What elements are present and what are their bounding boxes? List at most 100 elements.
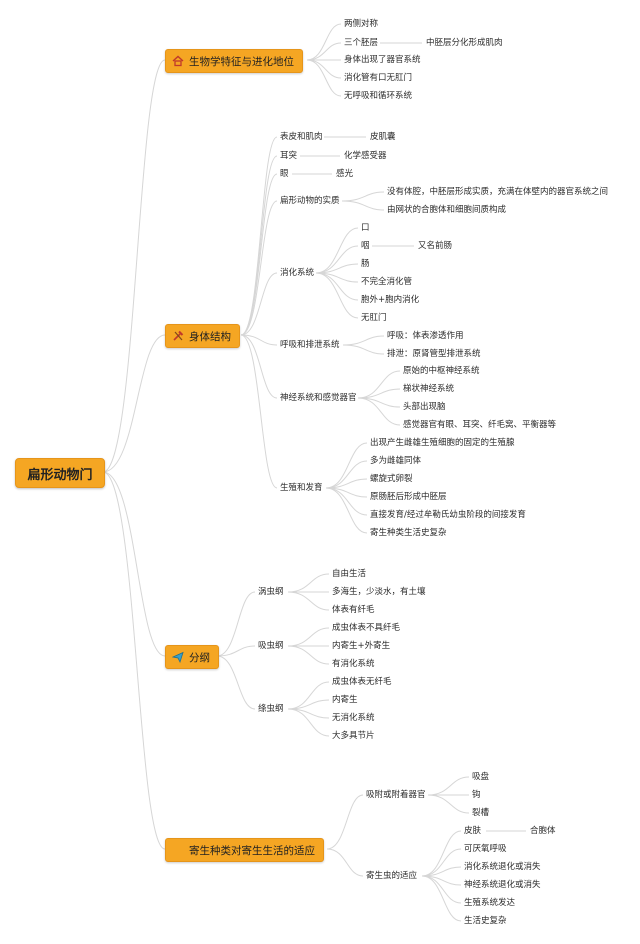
leaf-node[interactable]: 合胞体 bbox=[530, 826, 556, 836]
leaf-node[interactable]: 直接发育/经过牟勒氏幼虫阶段的间接发育 bbox=[370, 510, 526, 520]
connector-line bbox=[216, 591, 256, 657]
tools-icon bbox=[172, 330, 184, 342]
leaf-node[interactable]: 大多具节片 bbox=[332, 731, 375, 741]
leaf-node[interactable]: 梯状神经系统 bbox=[403, 384, 455, 394]
leaf-node[interactable]: 裂槽 bbox=[472, 808, 490, 818]
connector-line bbox=[287, 645, 330, 665]
leaf-node[interactable]: 神经系统退化或消失 bbox=[464, 880, 541, 890]
leaf-node[interactable]: 原肠胚后形成中胚层 bbox=[370, 492, 447, 502]
leaf-node[interactable]: 皮肌囊 bbox=[370, 132, 396, 142]
connector-line bbox=[421, 875, 462, 922]
leaf-node[interactable]: 胞外+胞内消化 bbox=[361, 295, 420, 305]
subtopic-node[interactable]: 表皮和肌肉 bbox=[280, 132, 323, 142]
blank-icon bbox=[172, 844, 184, 856]
connector-line bbox=[421, 830, 462, 877]
leaf-node[interactable]: 三个胚层 bbox=[344, 38, 379, 48]
subtopic-node[interactable]: 消化系统 bbox=[280, 268, 315, 278]
subtopic-node[interactable]: 吸虫纲 bbox=[258, 641, 284, 651]
leaf-node[interactable]: 原始的中枢神经系统 bbox=[403, 366, 480, 376]
leaf-node[interactable]: 肠 bbox=[361, 259, 370, 269]
leaf-node[interactable]: 化学感受器 bbox=[344, 151, 387, 161]
connector-line bbox=[357, 397, 401, 426]
leaf-node[interactable]: 内寄生 bbox=[332, 695, 358, 705]
leaf-node[interactable]: 中胚层分化形成肌肉 bbox=[426, 38, 503, 48]
leaf-node[interactable]: 头部出现脑 bbox=[403, 402, 446, 412]
leaf-node[interactable]: 成虫体表无纤毛 bbox=[332, 677, 392, 687]
subtopic-node[interactable]: 生殖和发育 bbox=[280, 483, 323, 493]
leaf-node[interactable]: 身体出现了器官系统 bbox=[344, 55, 421, 65]
connector-line bbox=[315, 272, 359, 319]
connector-line bbox=[240, 200, 278, 336]
leaf-node[interactable]: 内寄生+外寄生 bbox=[332, 641, 391, 651]
connector-line bbox=[216, 645, 256, 657]
leaf-node[interactable]: 感光 bbox=[336, 169, 354, 179]
leaf-node[interactable]: 钩 bbox=[472, 790, 481, 800]
category-biological-features[interactable]: 生物学特征与进化地位 bbox=[165, 49, 303, 73]
leaf-node[interactable]: 无消化系统 bbox=[332, 713, 375, 723]
leaf-node[interactable]: 口 bbox=[361, 223, 370, 233]
leaf-node[interactable]: 体表有纤毛 bbox=[332, 605, 375, 615]
leaf-node[interactable]: 不完全消化管 bbox=[361, 277, 413, 287]
leaf-node[interactable]: 由网状的合胞体和细胞间质构成 bbox=[387, 205, 507, 215]
subtopic-node[interactable]: 吸附或附着器官 bbox=[366, 790, 426, 800]
leaf-node[interactable]: 无呼吸和循环系统 bbox=[344, 91, 413, 101]
category-parasite-adaptation[interactable]: 寄生种类对寄生生活的适应 bbox=[165, 838, 324, 862]
leaf-node[interactable]: 消化管有口无肛门 bbox=[344, 73, 413, 83]
category-label: 分纲 bbox=[189, 651, 210, 664]
connector-line bbox=[306, 59, 342, 97]
leaf-node[interactable]: 没有体腔，中胚层形成实质，充满在体壁内的器官系统之间 bbox=[387, 187, 609, 197]
leaf-node[interactable]: 自由生活 bbox=[332, 569, 367, 579]
leaf-node[interactable]: 咽 bbox=[361, 241, 370, 251]
connector-line bbox=[102, 471, 166, 850]
leaf-node[interactable]: 消化系统退化或消失 bbox=[464, 862, 541, 872]
subtopic-node[interactable]: 寄生虫的适应 bbox=[366, 871, 418, 881]
leaf-node[interactable]: 有消化系统 bbox=[332, 659, 375, 669]
connector-line bbox=[287, 699, 330, 710]
leaf-node[interactable]: 呼吸：体表渗透作用 bbox=[387, 331, 464, 341]
subtopic-node[interactable]: 扁形动物的实质 bbox=[280, 196, 340, 206]
leaf-node[interactable]: 多海生，少淡水，有土壤 bbox=[332, 587, 426, 597]
connector-line bbox=[427, 776, 470, 796]
leaf-node[interactable]: 两侧对称 bbox=[344, 19, 379, 29]
connector-line bbox=[342, 344, 385, 355]
connector-line bbox=[216, 655, 256, 710]
leaf-node[interactable]: 排泄：原肾管型排泄系统 bbox=[387, 349, 481, 359]
subtopic-node[interactable]: 眼 bbox=[280, 169, 289, 179]
leaf-node[interactable]: 成虫体表不具纤毛 bbox=[332, 623, 401, 633]
home-icon bbox=[172, 55, 184, 67]
leaf-node[interactable]: 感觉器官有眼、耳突、纤毛窝、平衡器等 bbox=[403, 420, 557, 430]
paper-plane-icon bbox=[171, 651, 184, 664]
category-label: 生物学特征与进化地位 bbox=[189, 55, 294, 68]
leaf-node[interactable]: 又名前肠 bbox=[418, 241, 453, 251]
leaf-node[interactable]: 无肛门 bbox=[361, 313, 387, 323]
category-label: 身体结构 bbox=[189, 330, 231, 343]
subtopic-node[interactable]: 涡虫纲 bbox=[258, 587, 284, 597]
connector-line bbox=[325, 442, 368, 489]
connector-line bbox=[342, 335, 385, 346]
leaf-node[interactable]: 多为雌雄同体 bbox=[370, 456, 422, 466]
leaf-node[interactable]: 生活史复杂 bbox=[464, 916, 507, 926]
root-node[interactable]: 扁形动物门 bbox=[15, 458, 105, 488]
leaf-node[interactable]: 可厌氧呼吸 bbox=[464, 844, 507, 854]
leaf-node[interactable]: 吸盘 bbox=[472, 772, 490, 782]
subtopic-node[interactable]: 耳突 bbox=[280, 151, 298, 161]
connector-line bbox=[240, 334, 278, 399]
connector-line bbox=[287, 708, 330, 719]
connector-line bbox=[102, 59, 166, 473]
connector-line bbox=[325, 487, 368, 534]
subtopic-node[interactable]: 呼吸和排泄系统 bbox=[280, 340, 340, 350]
subtopic-node[interactable]: 绦虫纲 bbox=[258, 704, 284, 714]
leaf-node[interactable]: 生殖系统发达 bbox=[464, 898, 516, 908]
connector-line bbox=[341, 200, 385, 211]
leaf-node[interactable]: 寄生种类生活史复杂 bbox=[370, 528, 447, 538]
category-classification[interactable]: 分纲 bbox=[165, 645, 219, 669]
connector-line bbox=[306, 23, 342, 61]
leaf-node[interactable]: 螺旋式卵裂 bbox=[370, 474, 413, 484]
connector-line bbox=[287, 627, 330, 647]
category-body-structure[interactable]: 身体结构 bbox=[165, 324, 240, 348]
leaf-node[interactable]: 出现产生雌雄生殖细胞的固定的生殖腺 bbox=[370, 438, 515, 448]
subtopic-node[interactable]: 神经系统和感觉器官 bbox=[280, 393, 357, 403]
leaf-node[interactable]: 皮肤 bbox=[464, 826, 482, 836]
connector-line bbox=[287, 591, 330, 611]
